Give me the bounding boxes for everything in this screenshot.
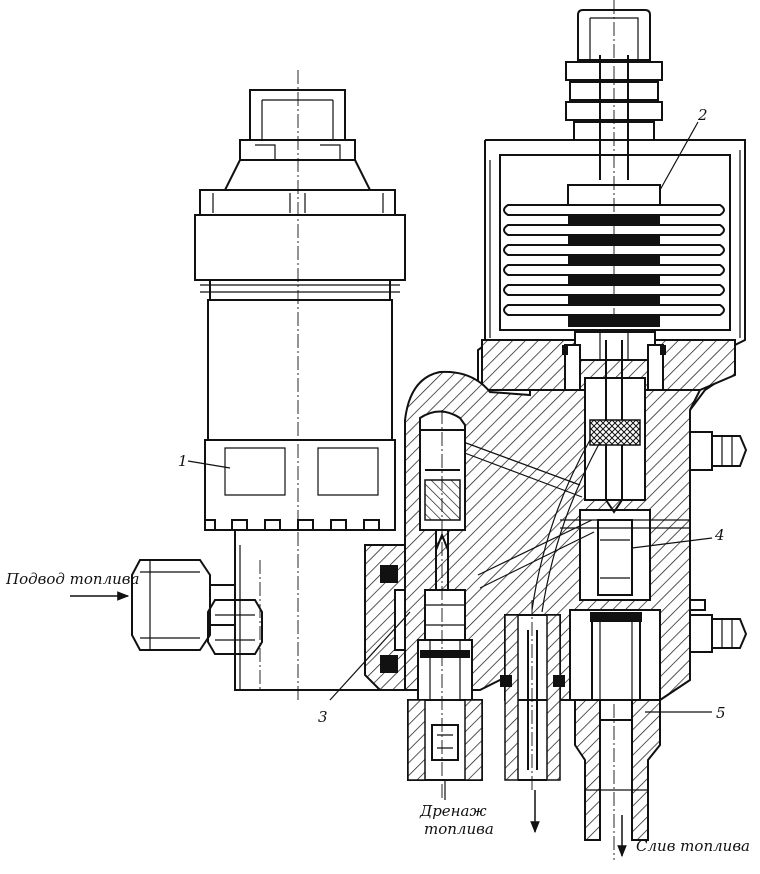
drive-unit <box>194 89 410 691</box>
callout-3: 3 <box>318 708 328 726</box>
fuel-inlet-fitting <box>131 559 263 655</box>
callout-1: 1 <box>178 452 188 470</box>
fuel-inlet-label: Подвод топлива <box>5 570 139 588</box>
callout-5: 5 <box>716 704 726 722</box>
fuel-drain-label-line2: топлива <box>424 820 494 838</box>
center-drain-fitting <box>500 614 565 781</box>
fuel-discharge-label: Слив топлива <box>636 837 750 855</box>
discharge-fitting <box>574 699 661 841</box>
callout-2: 2 <box>697 106 708 124</box>
bellows-assembly <box>477 0 746 860</box>
callout-4: 4 <box>714 526 725 544</box>
valve-body <box>404 340 748 721</box>
bellows-plates <box>503 184 725 327</box>
drain-valve <box>364 410 483 781</box>
fuel-drain-label-line1: Дренаж <box>419 802 487 820</box>
